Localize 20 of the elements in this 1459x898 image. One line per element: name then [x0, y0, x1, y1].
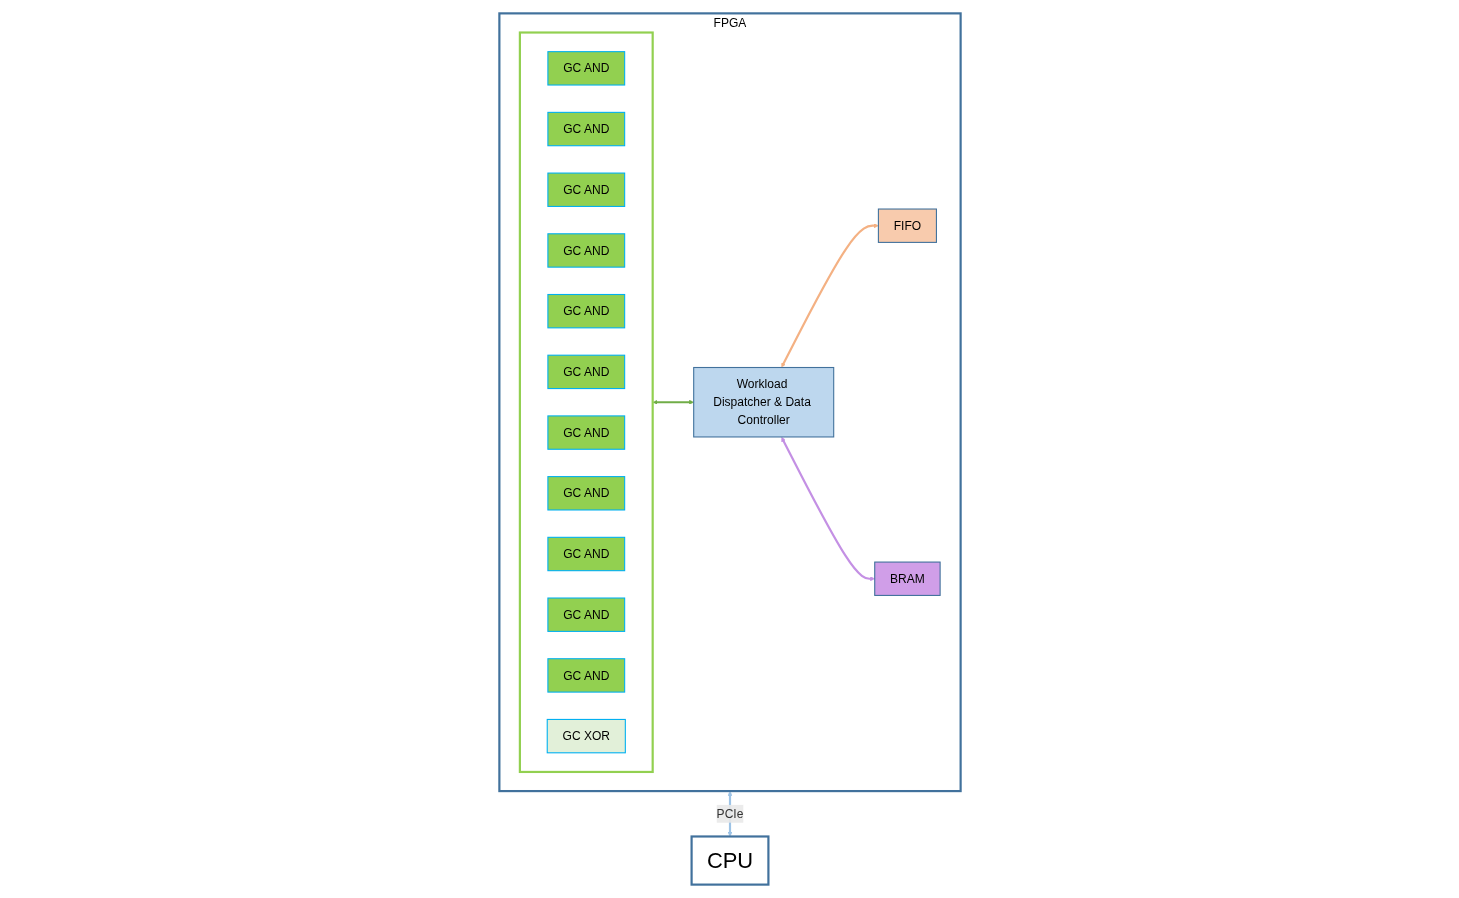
arrow: [780, 436, 875, 582]
node-box: BRAM: [873, 561, 941, 596]
node-box: GC AND: [546, 658, 625, 693]
node-box: GC AND: [546, 51, 625, 86]
node-box: GC AND: [546, 233, 625, 268]
node-box: GC AND: [546, 111, 625, 147]
node-box: GC AND: [546, 172, 625, 207]
node-box: GC AND: [546, 597, 625, 632]
cluster: [518, 31, 654, 774]
node-box: GC AND: [546, 476, 625, 511]
edge-label: PCIe: [716, 806, 743, 821]
node-box: GC XOR: [546, 718, 626, 754]
node-box: GC AND: [546, 354, 625, 390]
node-box: GC AND: [546, 415, 625, 450]
arrow: [652, 399, 694, 405]
node-box: Workload Dispatcher & Data Controller: [692, 366, 834, 438]
node-box: CPU: [690, 835, 769, 886]
node-box: GC AND: [546, 293, 625, 329]
node-box: FIFO: [877, 208, 937, 243]
node-box: GC AND: [546, 536, 625, 572]
